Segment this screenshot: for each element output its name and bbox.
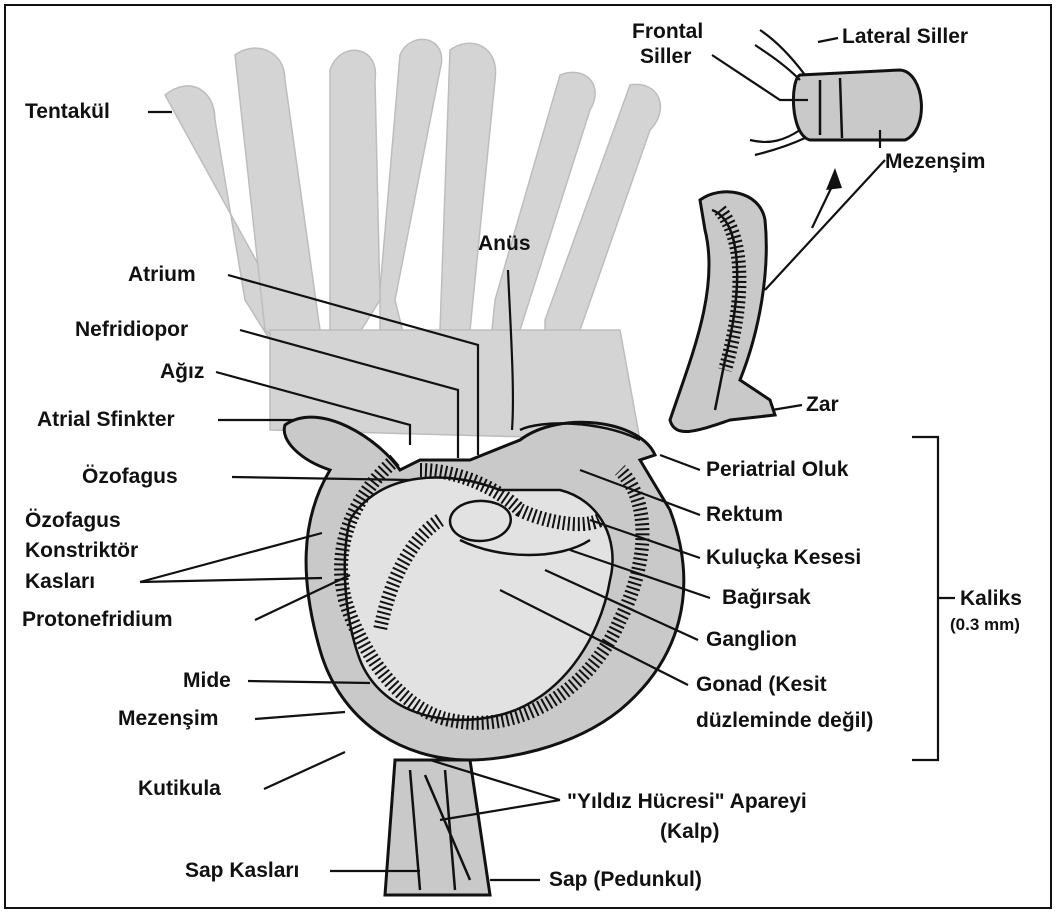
label-mide: Mide	[183, 669, 231, 692]
label-atrial-sfinkter: Atrial Sfinkter	[37, 408, 175, 431]
label-ozofagus-konstriktor-2: Konstriktör	[25, 539, 138, 562]
label-frontal-siller-2: Siller	[640, 45, 691, 68]
label-sap-kaslari: Sap Kasları	[185, 859, 299, 882]
label-atrium: Atrium	[128, 263, 196, 286]
kaliks-bracket	[912, 437, 938, 760]
label-sap: Sap (Pedunkul)	[549, 868, 702, 891]
label-nefridiopor: Nefridiopor	[75, 318, 188, 341]
tentacles	[165, 39, 660, 440]
label-bagirsak: Bağırsak	[722, 586, 811, 609]
label-kulucka-kesesi: Kuluçka Kesesi	[706, 546, 861, 569]
label-kaliks: Kaliks	[960, 587, 1022, 610]
label-periatrial-oluk: Periatrial Oluk	[706, 458, 849, 481]
label-ozofagus-konstriktor-1: Özofagus	[25, 509, 121, 532]
label-ozofagus-konstriktor-3: Kasları	[25, 570, 95, 593]
label-kutikula: Kutikula	[138, 777, 221, 800]
calyx-body	[284, 417, 684, 760]
label-mezensim-left: Mezenşim	[118, 707, 218, 730]
label-kaliks-size: (0.3 mm)	[950, 615, 1020, 634]
label-rektum: Rektum	[706, 503, 783, 526]
label-ganglion: Ganglion	[706, 628, 797, 651]
label-agiz: Ağız	[160, 360, 204, 383]
label-yildiz-hucresi-1: "Yıldız Hücresi" Apareyi	[567, 790, 807, 813]
label-mezensim-right: Mezenşim	[885, 150, 985, 173]
label-gonad-2: düzleminde değil)	[696, 709, 873, 732]
label-lateral-siller: Lateral Siller	[842, 25, 968, 48]
label-yildiz-hucresi-2: (Kalp)	[660, 820, 720, 843]
tentacle-detail	[670, 30, 921, 432]
label-frontal-siller-1: Frontal	[632, 20, 703, 43]
label-anus: Anüs	[478, 232, 531, 255]
label-protonefridium: Protonefridium	[22, 608, 173, 631]
stalk	[385, 760, 490, 895]
label-tentakul: Tentakül	[25, 100, 110, 123]
label-zar: Zar	[806, 393, 839, 416]
label-ozofagus: Özofagus	[82, 465, 178, 488]
label-gonad-1: Gonad (Kesit	[696, 673, 827, 696]
